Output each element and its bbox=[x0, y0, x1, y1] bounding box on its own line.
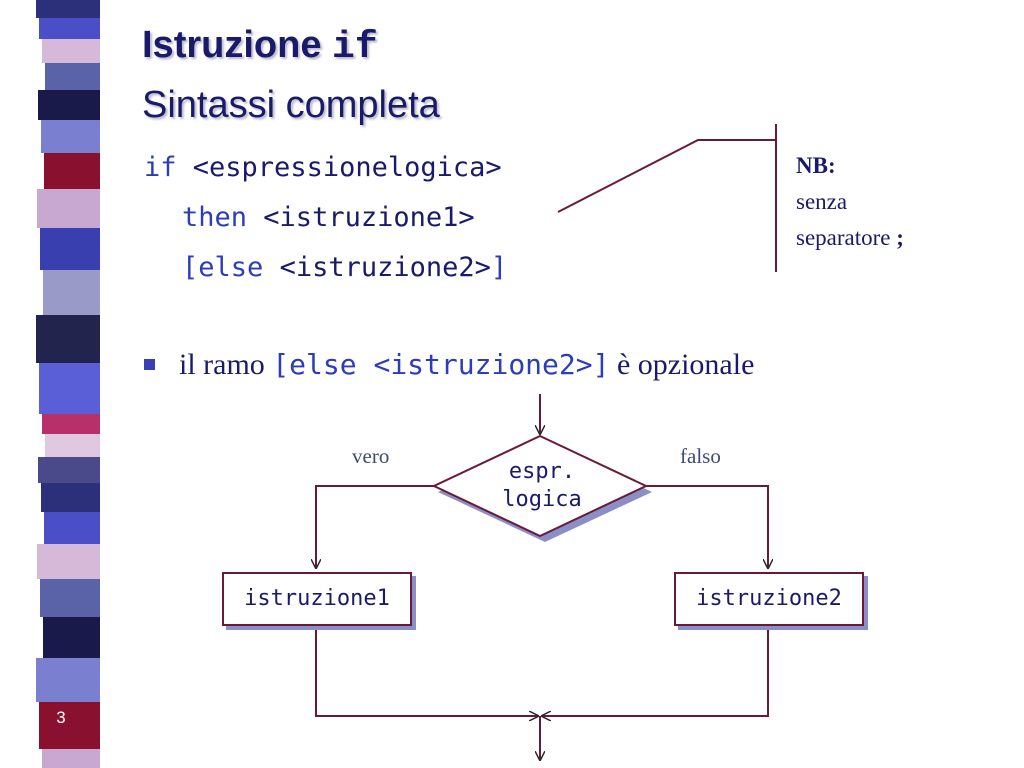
bullet-post: è opzionale bbox=[616, 348, 755, 381]
keyword-then: then bbox=[182, 202, 248, 233]
note-box: NB: senza separatore ; bbox=[796, 148, 904, 256]
merge-left bbox=[315, 624, 538, 716]
bullet-code: [else <istruzione2>] bbox=[272, 348, 610, 381]
page-number: 3 bbox=[56, 708, 66, 727]
box-istruzione2: istruzione2 bbox=[674, 572, 864, 626]
keyword-else: else bbox=[198, 252, 264, 283]
code-line-else: [else <istruzione2>] bbox=[182, 252, 507, 283]
placeholder-espressione: <espressionelogica> bbox=[192, 152, 502, 183]
code-line-if: if <espressionelogica> bbox=[144, 152, 502, 183]
code-line-then: then <istruzione1> bbox=[182, 202, 475, 233]
note-head: NB: bbox=[796, 153, 836, 178]
merge-right bbox=[542, 624, 769, 716]
condition-line2: logica bbox=[502, 487, 582, 512]
bracket-open: [ bbox=[182, 252, 199, 283]
note-line1: senza bbox=[796, 189, 848, 214]
bullet-pre: il ramo bbox=[179, 348, 265, 381]
title-code: if bbox=[332, 26, 378, 69]
bracket-close: ] bbox=[490, 252, 508, 283]
page-subtitle: Sintassi completa bbox=[142, 84, 440, 126]
box-istruzione1: istruzione1 bbox=[222, 572, 412, 626]
true-branch bbox=[316, 485, 434, 568]
placeholder-istruzione1: <istruzione1> bbox=[263, 202, 475, 233]
keyword-if: if bbox=[144, 152, 177, 183]
true-label: vero bbox=[352, 444, 390, 468]
bullet-square-icon bbox=[144, 358, 155, 370]
condition-line1: espr. bbox=[508, 459, 576, 484]
condition-diamond bbox=[431, 434, 649, 538]
false-label: falso bbox=[680, 444, 721, 468]
page-title: Istruzione if bbox=[142, 24, 378, 69]
note-line2: separatore ; bbox=[796, 220, 904, 256]
note-connector bbox=[557, 139, 776, 213]
note-separatore: separatore bbox=[796, 225, 891, 250]
condition-text: espr. logica bbox=[480, 458, 604, 514]
note-semicolon: ; bbox=[896, 225, 904, 250]
bullet-item: il ramo [else <istruzione2>] è opzionale bbox=[144, 348, 754, 382]
title-text: Istruzione bbox=[142, 24, 322, 66]
placeholder-istruzione2: <istruzione2> bbox=[279, 252, 491, 283]
decorative-stripe bbox=[36, 0, 130, 768]
false-branch bbox=[646, 485, 768, 568]
